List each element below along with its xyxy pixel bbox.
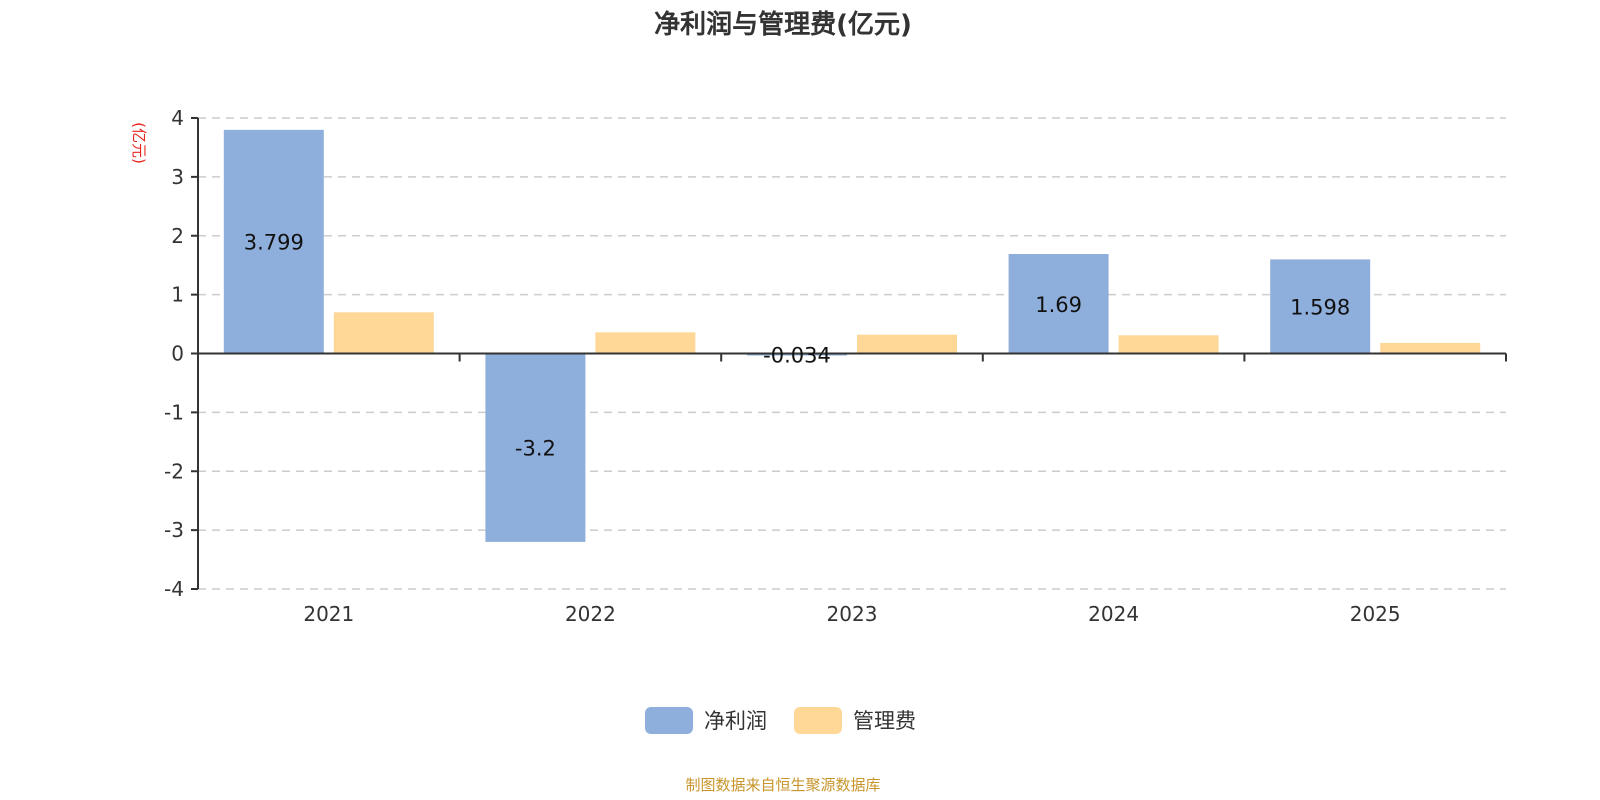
data-label: -3.2 (515, 437, 556, 461)
bars (223, 129, 1481, 542)
bar-admin-expense (595, 332, 696, 354)
y-tick-label: -3 (164, 518, 184, 542)
x-tick-label: 2021 (303, 602, 354, 626)
axes (197, 118, 1506, 589)
y-tick-label: 2 (171, 224, 184, 248)
y-tick-label: -4 (164, 577, 184, 601)
y-tick-label: 3 (171, 165, 184, 189)
data-label: -0.034 (763, 344, 831, 368)
x-tick-label: 2025 (1350, 602, 1401, 626)
legend-swatch (645, 707, 693, 734)
y-tick-label: 1 (171, 283, 184, 307)
x-tick-label: 2022 (565, 602, 616, 626)
gridlines (198, 117, 1506, 590)
bar-admin-expense (1118, 335, 1219, 354)
bar-net-profit (485, 353, 586, 542)
y-tick-label: 4 (171, 106, 184, 130)
legend-label: 净利润 (704, 709, 767, 733)
legend-swatch (794, 707, 842, 734)
data-label: 1.598 (1290, 295, 1350, 319)
legend-label: 管理费 (853, 709, 916, 733)
chart-title: 净利润与管理费(亿元) (654, 9, 912, 40)
legend: 净利润 管理费 (645, 707, 916, 734)
data-labels: 3.799 -3.2 -0.034 1.69 1.598 (244, 231, 1351, 461)
data-label: 1.69 (1035, 293, 1082, 317)
source-note: 制图数据来自恒生聚源数据库 (685, 776, 880, 794)
x-axis-ticks: 2021 2022 2023 2024 2025 (303, 353, 1507, 626)
bar-net-profit (1008, 254, 1109, 354)
y-axis-ticks: 4 3 2 1 0 -1 -2 -3 -4 (164, 106, 198, 601)
bar-net-profit (747, 353, 847, 356)
x-tick-label: 2023 (827, 602, 878, 626)
y-tick-label: 0 (171, 342, 184, 366)
bar-admin-expense (1380, 342, 1481, 354)
y-tick-label: -2 (164, 459, 184, 483)
y-axis-unit-label: (亿元) (130, 122, 148, 164)
y-tick-label: -1 (164, 400, 184, 424)
bar-net-profit (1270, 259, 1371, 354)
data-label: 3.799 (244, 231, 304, 255)
bar-admin-expense (333, 312, 434, 354)
x-tick-label: 2024 (1088, 602, 1139, 626)
bar-net-profit (223, 129, 324, 354)
bar-admin-expense (857, 334, 957, 354)
